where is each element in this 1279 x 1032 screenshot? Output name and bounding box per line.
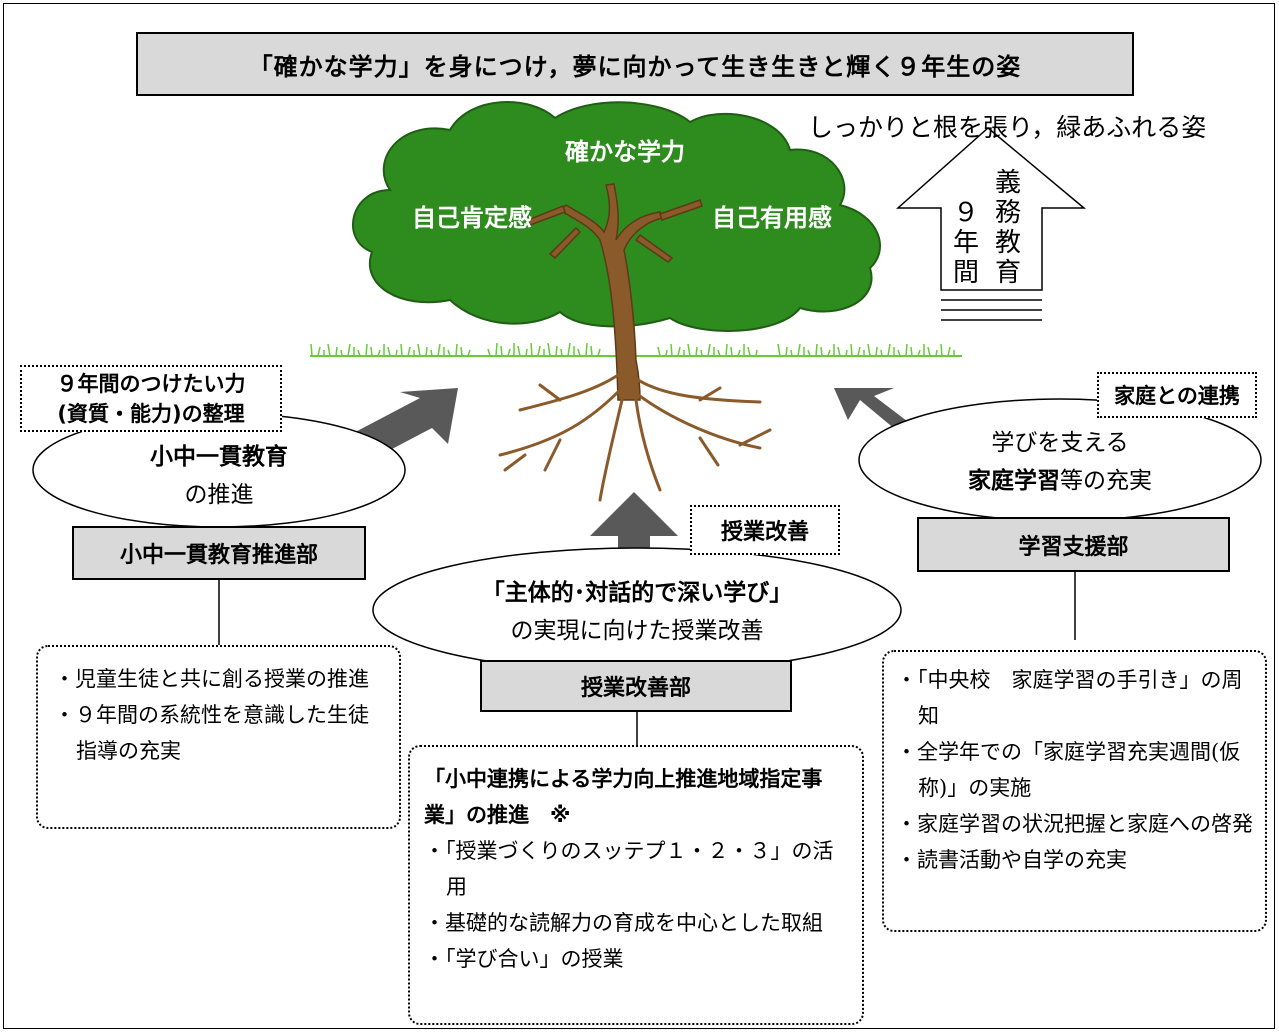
tree-trunk bbox=[527, 183, 703, 401]
list-center-item: ・「学び合い」の授業 bbox=[424, 947, 624, 971]
list-left-item: ・児童生徒と共に創る授業の推進 bbox=[54, 667, 369, 691]
note-right: 家庭との連携 bbox=[1097, 372, 1257, 418]
arrow-text-compulsory: 義務教育 bbox=[994, 168, 1021, 288]
outer-frame bbox=[3, 3, 1275, 1029]
ellipse-center-text: 「主体的･対話的で深い学び」 の実現に向けた授業改善 bbox=[373, 574, 901, 650]
ellipse-right-text: 学びを支える 家庭学習等の充実 bbox=[859, 424, 1261, 500]
arrow-up-hollow bbox=[896, 127, 1087, 321]
list-left: ・児童生徒と共に創る授業の推進 ・９年間の系統性を意識した生徒指導の充実 bbox=[36, 645, 401, 829]
ellipse-left-text: 小中一貫教育 の推進 bbox=[33, 438, 405, 514]
arrow-text-nine-years: ９年間 bbox=[952, 198, 979, 288]
list-center-heading: 「小中連携による学力向上推進地域指定事業」の推進 ※ bbox=[424, 767, 823, 827]
tree-label-right: 自己有用感 bbox=[712, 204, 832, 232]
ellipse-right-line1: 学びを支える bbox=[991, 430, 1129, 456]
ellipse-left-line1: 小中一貫教育 bbox=[150, 444, 288, 470]
list-left-item: ・９年間の系統性を意識した生徒指導の充実 bbox=[54, 703, 369, 763]
ellipse-center-line1: 「主体的･対話的で深い学び」 bbox=[481, 580, 793, 606]
tree-caption: しっかりと根を張り，緑あふれる姿 bbox=[808, 113, 1207, 142]
list-right-item: ・読書活動や自学の充実 bbox=[896, 848, 1127, 872]
list-right-item: ・全学年での「家庭学習充実週間(仮称)」の実施 bbox=[896, 740, 1241, 800]
dept-left: 小中一貫教育推進部 bbox=[72, 526, 366, 580]
ellipse-right-bold: 家庭学習 bbox=[968, 468, 1060, 494]
list-right-item: ・「中央校 家庭学習の手引き」の周知 bbox=[896, 668, 1243, 728]
tree-label-top: 確かな学力 bbox=[565, 138, 685, 166]
connector-lines bbox=[218, 572, 1076, 745]
tree-roots bbox=[498, 368, 772, 502]
arrow-center bbox=[590, 492, 678, 560]
list-right: ・「中央校 家庭学習の手引き」の周知 ・全学年での「家庭学習充実週間(仮称)」の… bbox=[882, 650, 1267, 932]
dept-right: 学習支援部 bbox=[917, 517, 1230, 572]
list-center-item: ・「授業づくりのスッテプ１・２・３」の活用 bbox=[424, 839, 834, 899]
note-center: 授業改善 bbox=[690, 505, 840, 555]
page-title: 「確かな学力」を身につけ，夢に向かって生き生きと輝く９年生の姿 bbox=[136, 32, 1134, 96]
tree-label-left: 自己肯定感 bbox=[412, 204, 532, 232]
note-left: ９年間のつけたい力 (資質・能力)の整理 bbox=[20, 365, 282, 432]
note-left-line2: (資質・能力)の整理 bbox=[57, 401, 245, 426]
note-left-line1: ９年間のつけたい力 bbox=[56, 371, 246, 396]
list-right-item: ・家庭学習の状況把握と家庭への啓発 bbox=[896, 812, 1253, 836]
list-center: 「小中連携による学力向上推進地域指定事業」の推進 ※ ・「授業づくりのスッテプ１… bbox=[408, 745, 864, 1025]
dept-center: 授業改善部 bbox=[480, 660, 792, 712]
ellipse-center-line2: の実現に向けた授業改善 bbox=[510, 618, 764, 644]
ellipse-left-line2: の推進 bbox=[184, 482, 254, 508]
ellipse-right-rest: 等の充実 bbox=[1060, 468, 1152, 494]
list-center-item: ・基礎的な読解力の育成を中心とした取組 bbox=[424, 911, 823, 935]
